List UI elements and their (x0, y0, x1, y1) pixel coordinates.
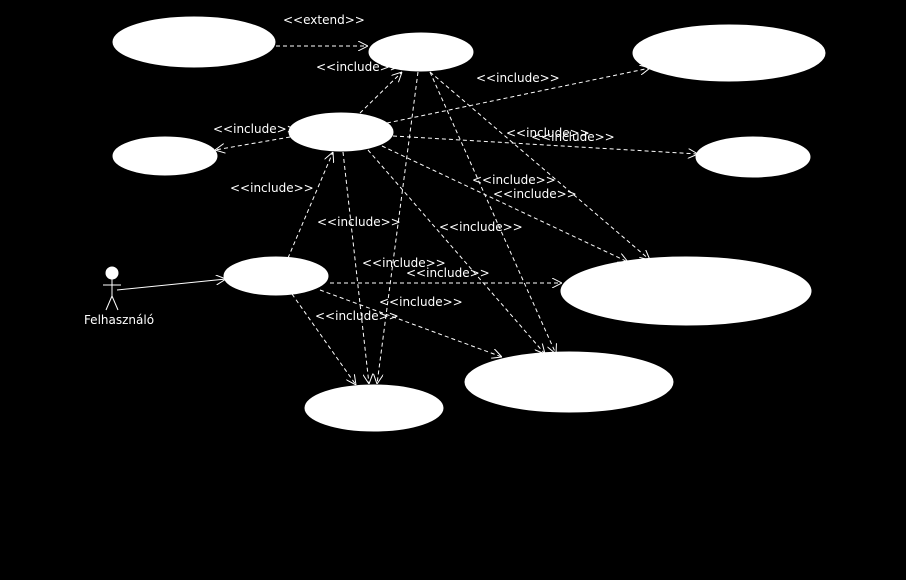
include-arrow (215, 136, 291, 150)
use-case-j[interactable] (304, 384, 444, 432)
include-label: <<include>> (315, 309, 399, 323)
use-case-h[interactable] (560, 256, 812, 326)
use-cases (112, 16, 826, 432)
include-arrow (392, 135, 698, 154)
include-label: <<include>> (506, 126, 590, 140)
include-arrow (367, 149, 545, 354)
use-case-e[interactable] (112, 136, 218, 176)
use-case-g[interactable] (223, 256, 329, 296)
include-arrow (429, 71, 556, 354)
edges (116, 46, 698, 385)
include-arrow (291, 293, 356, 385)
include-arrow (342, 151, 369, 384)
include-arrow (359, 72, 402, 114)
actor-head (105, 266, 119, 280)
include-arrow (377, 71, 419, 384)
include-label: <<include>> (531, 130, 615, 144)
use-case-a[interactable] (112, 16, 276, 68)
actor-leg-right (111, 295, 119, 311)
include-label: <<include>> (362, 256, 446, 270)
include-label: <<include>> (439, 220, 523, 234)
use-case-b[interactable] (368, 32, 474, 72)
include-label: <<include>> (230, 181, 314, 195)
use-case-i[interactable] (464, 351, 674, 413)
association-line (116, 279, 226, 291)
include-label: <<include>> (213, 122, 297, 136)
include-label: <<include>> (316, 60, 400, 74)
include-label: <<include>> (406, 266, 490, 280)
actor-leg-left (105, 295, 113, 311)
include-arrow (319, 289, 502, 357)
include-label: <<include>> (317, 215, 401, 229)
actor-label: Felhasználó (84, 313, 154, 327)
include-arrow (381, 145, 628, 262)
relation-labels: <<extend>> <<include>> <<include>> <<inc… (213, 13, 615, 323)
include-label: <<include>> (472, 173, 556, 187)
actor[interactable]: Felhasználó (84, 266, 154, 327)
extend-label: <<extend>> (283, 13, 365, 27)
use-case-c[interactable] (632, 24, 826, 82)
include-arrow (429, 71, 650, 260)
include-arrow (386, 68, 650, 124)
include-label: <<include>> (379, 295, 463, 309)
include-label: <<include>> (476, 71, 560, 85)
include-label: <<include>> (493, 187, 577, 201)
include-arrow (287, 152, 333, 259)
use-case-d[interactable] (288, 112, 394, 152)
use-case-f[interactable] (695, 136, 811, 178)
